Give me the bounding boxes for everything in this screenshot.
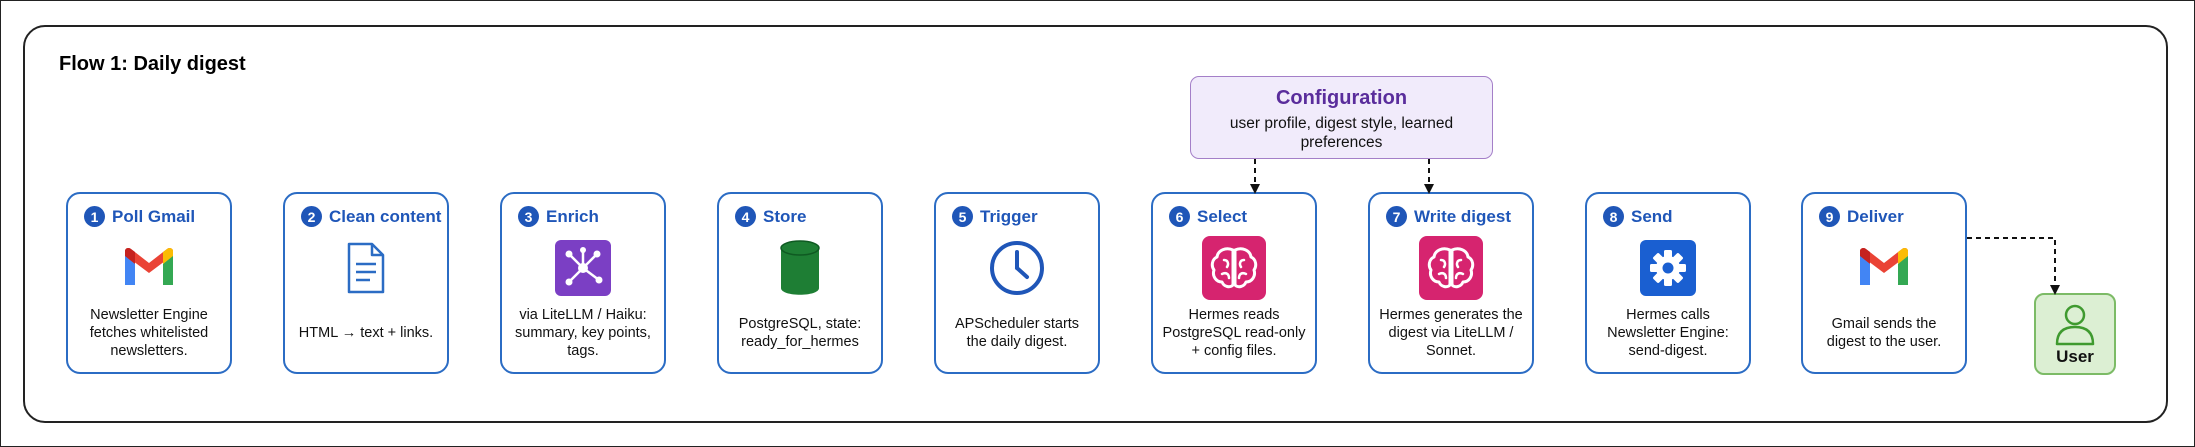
step-title: Select — [1197, 206, 1248, 226]
step-description: Gmail sends the digest to the user. — [1826, 316, 1942, 350]
step-header: 7 Write digest — [1386, 206, 1511, 227]
step-header: 2 Clean content — [301, 206, 441, 227]
step-header: 9 Deliver — [1819, 206, 1904, 227]
step-title: Store — [763, 206, 807, 226]
database-icon — [768, 236, 832, 300]
step-title: Deliver — [1847, 206, 1904, 226]
step-description: Newsletter Engine fetches whitelisted ne… — [89, 307, 209, 359]
step-write-digest: 7 Write digest Hermes generates the dige… — [1368, 192, 1534, 374]
gear-icon — [1636, 236, 1700, 300]
step-deliver: 9 Deliver Gmail sends the digest to the … — [1801, 192, 1967, 374]
configuration-box: Configuration user profile, digest style… — [1190, 76, 1493, 159]
step-number-badge: 8 — [1603, 206, 1624, 227]
step-enrich: 3 Enrich — [500, 192, 666, 374]
gmail-icon — [1852, 236, 1916, 300]
user-label: User — [2056, 347, 2094, 366]
step-select: 6 Select Hermes reads PostgreSQL read-on… — [1151, 192, 1317, 374]
step-description: via LiteLLM / Haiku: summary, key points… — [515, 307, 651, 359]
user-icon — [2055, 304, 2095, 346]
step-number-badge: 9 — [1819, 206, 1840, 227]
step-description: APScheduler starts the daily digest. — [954, 316, 1080, 350]
step-description: Hermes generates the digest via LiteLLM … — [1379, 307, 1523, 359]
step-trigger: 5 Trigger APScheduler starts the daily d… — [934, 192, 1100, 374]
step-number-badge: 3 — [518, 206, 539, 227]
step-header: 3 Enrich — [518, 206, 599, 227]
gmail-icon — [117, 236, 181, 300]
step-description: Hermes calls Newsletter Engine: send-dig… — [1607, 307, 1729, 359]
step-header: 4 Store — [735, 206, 806, 227]
step-title: Poll Gmail — [112, 206, 196, 226]
step-header: 5 Trigger — [952, 206, 1038, 227]
document-icon — [334, 236, 398, 300]
step-number-badge: 6 — [1169, 206, 1190, 227]
step-store: 4 Store PostgreSQL, state: ready_for_her… — [717, 192, 883, 374]
step-description: HTML → text + links. — [298, 325, 434, 341]
step-title: Send — [1631, 206, 1673, 226]
step-header: 1 Poll Gmail — [84, 206, 195, 227]
step-clean-content: 2 Clean content HTML → text + links. — [283, 192, 449, 374]
step-description: Hermes reads PostgreSQL read-only + conf… — [1162, 307, 1306, 359]
model-network-icon — [551, 236, 615, 300]
step-number-badge: 1 — [84, 206, 105, 227]
step-title: Trigger — [980, 206, 1038, 226]
configuration-description: user profile, digest style, learned pref… — [1229, 115, 1454, 151]
step-poll-gmail: 1 Poll Gmail Newsletter Engine fetches w… — [66, 192, 232, 374]
step-title: Enrich — [546, 206, 599, 226]
brain-icon — [1202, 236, 1266, 300]
flow-frame — [23, 25, 2168, 423]
configuration-title: Configuration — [1275, 87, 1408, 109]
step-number-badge: 7 — [1386, 206, 1407, 227]
step-header: 8 Send — [1603, 206, 1673, 227]
step-title: Clean content — [329, 206, 442, 226]
user-node: User — [2034, 293, 2116, 375]
flow-title: Flow 1: Daily digest — [59, 53, 246, 75]
clock-icon — [985, 236, 1049, 300]
step-title: Write digest — [1414, 206, 1511, 226]
step-number-badge: 4 — [735, 206, 756, 227]
step-description: PostgreSQL, state: ready_for_hermes — [738, 316, 862, 350]
step-number-badge: 5 — [952, 206, 973, 227]
step-number-badge: 2 — [301, 206, 322, 227]
step-send: 8 Send Hermes calls Newsle — [1585, 192, 1751, 374]
brain-icon — [1419, 236, 1483, 300]
step-header: 6 Select — [1169, 206, 1247, 227]
